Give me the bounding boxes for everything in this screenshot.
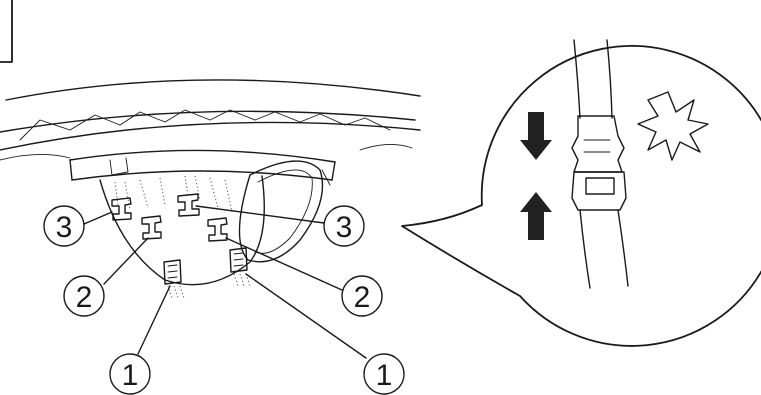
clip-upper-right [177, 193, 200, 217]
click-burst-icon [637, 91, 709, 161]
strap-top [573, 39, 613, 119]
callout-1-right-label: 1 [376, 359, 393, 392]
step-frame-corner [0, 0, 13, 63]
fan-housing [0, 79, 421, 186]
callout-3-left-label: 3 [56, 211, 73, 244]
callout-3-left: 3 [43, 205, 85, 247]
buckle-left [163, 259, 185, 299]
callout-2-right: 2 [341, 275, 383, 317]
leader-lines [83, 205, 367, 359]
clip-middle-right [207, 217, 228, 242]
callout-1-right: 1 [363, 353, 405, 395]
strap-bottom [579, 209, 629, 289]
buckle-male [571, 115, 625, 173]
callout-1-left: 1 [109, 353, 151, 395]
callout-2-left: 2 [63, 275, 105, 317]
detail-bubble [401, 45, 761, 347]
callout-2-left-label: 2 [76, 281, 93, 314]
buckle-female [571, 171, 627, 211]
filter-bag [99, 160, 324, 286]
arrow-up-icon [520, 192, 552, 240]
callout-3-right: 3 [323, 205, 365, 247]
arrow-down-icon [520, 112, 552, 160]
callout-1-left-label: 1 [122, 359, 139, 392]
callout-3-right-label: 3 [336, 211, 353, 244]
callout-2-right-label: 2 [354, 281, 371, 314]
clip-upper-left [111, 197, 132, 221]
clip-middle-left [141, 215, 162, 240]
buckle-right [229, 247, 251, 287]
